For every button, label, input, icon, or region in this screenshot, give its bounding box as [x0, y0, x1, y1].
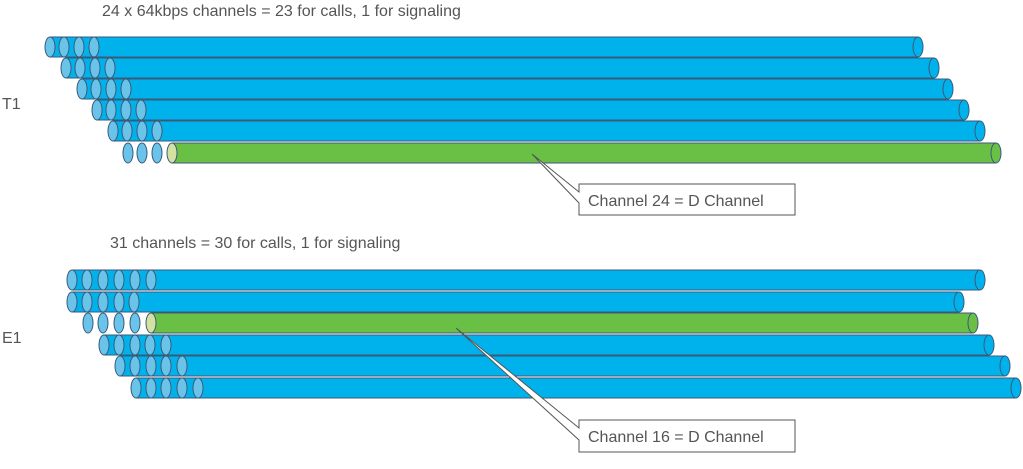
- e1-callout-text: Channel 16 = D Channel: [588, 429, 764, 446]
- e1-caption: 31 channels = 30 for calls, 1 for signal…: [110, 235, 400, 252]
- e1-d-channel-end: [145, 312, 157, 334]
- e1-cable-row-6: [130, 377, 1022, 399]
- t1-caption: 24 x 64kbps channels = 23 for calls, 1 f…: [102, 3, 461, 20]
- e1-d-channel-callout: Channel 16 = D Channel: [455, 327, 796, 453]
- e1-cable-row-2: [66, 291, 965, 313]
- t1-cable-row-3: [76, 78, 954, 100]
- t1-d-channel-end: [166, 142, 178, 164]
- t1-group: 24 x 64kbps channels = 23 for calls, 1 f…: [2, 3, 1002, 216]
- t1-d-channel-callout: Channel 24 = D Channel: [531, 153, 796, 216]
- e1-cable-row-5: [114, 355, 1011, 377]
- t1-cable-row-6: [122, 142, 1002, 164]
- t1-cable-row-4: [91, 99, 970, 121]
- e1-label: E1: [2, 330, 22, 347]
- e1-cable-row-1: [66, 269, 986, 291]
- t1-callout-text: Channel 24 = D Channel: [588, 193, 764, 210]
- t1-cable-row-2: [60, 57, 940, 79]
- t1-cable-row-1: [44, 36, 924, 58]
- t1-label: T1: [2, 96, 21, 113]
- e1-group: 31 channels = 30 for calls, 1 for signal…: [2, 235, 1022, 453]
- t1-cable-row-5: [107, 120, 986, 142]
- e1-cable-row-4: [98, 334, 995, 356]
- e1-cable-row-3: [82, 312, 979, 334]
